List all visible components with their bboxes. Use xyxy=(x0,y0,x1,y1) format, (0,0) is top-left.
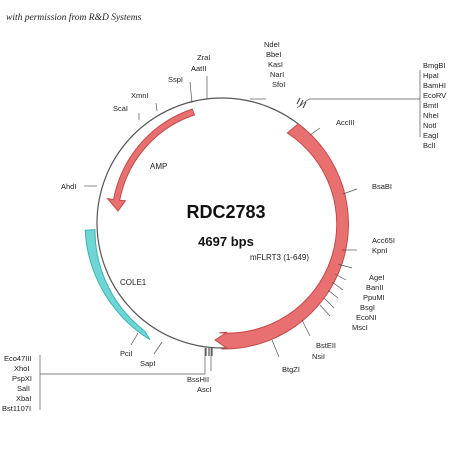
plasmid-size: 4697 bps xyxy=(198,234,254,249)
site-ecorv: EcoRV xyxy=(423,91,446,100)
site-ascl: AscI xyxy=(197,385,212,394)
site-xhol: XhoI xyxy=(14,364,29,373)
site-bsgl: BsgI xyxy=(360,303,375,312)
cole1-label: COLE1 xyxy=(120,278,147,287)
site-acclll: AccIII xyxy=(336,118,355,127)
site-bamhl: BamHI xyxy=(423,81,446,90)
site-ahdl: AhdI xyxy=(61,182,76,191)
site-bbel: BbeI xyxy=(266,50,281,59)
site-hpal: HpaI xyxy=(423,71,439,80)
amp-feature-arrow xyxy=(106,108,196,212)
site-kasl: KasI xyxy=(268,60,283,69)
site-ndel: NdeI xyxy=(264,40,280,49)
site-kpnl: KpnI xyxy=(372,246,387,255)
site-aatll: AatII xyxy=(191,64,206,73)
site-bstell: BstEII xyxy=(316,341,336,350)
amp-label: AMP xyxy=(150,162,167,171)
site-bmgbl: BmgBI xyxy=(423,61,446,70)
site-btgzl: BtgZI xyxy=(282,365,300,374)
site-eco47lll: Eco47III xyxy=(4,354,32,363)
site-xmnl: XmnI xyxy=(131,91,149,100)
site-bst1107l: Bst1107I xyxy=(2,404,31,413)
mflrt3-feature-arrow xyxy=(214,123,349,350)
site-xbal: XbaI xyxy=(16,394,31,403)
site-pspxl: PspXI xyxy=(12,374,32,383)
permission-note: with permission from R&D Systems xyxy=(6,12,142,23)
site-sapl: SapI xyxy=(140,359,155,368)
site-sspl: SspI xyxy=(168,75,183,84)
site-agel: AgeI xyxy=(369,273,384,282)
plasmid-name: RDC2783 xyxy=(186,202,265,222)
site-mscl: MscI xyxy=(352,323,368,332)
site-ppuml: PpuMI xyxy=(363,293,385,302)
site-bsabl: BsaBI xyxy=(372,182,392,191)
site-scal: ScaI xyxy=(113,104,128,113)
site-sall: SalI xyxy=(17,384,30,393)
site-leader-lines xyxy=(39,70,421,410)
site-narl: NarI xyxy=(270,70,284,79)
site-bcll: BclI xyxy=(423,141,436,150)
site-acc65l: Acc65I xyxy=(372,236,395,245)
site-ticks xyxy=(205,97,307,356)
mflrt3-label: mFLRT3 (1-649) xyxy=(250,253,309,262)
site-banll: BanII xyxy=(366,283,384,292)
site-zral: ZraI xyxy=(197,53,210,62)
cole1-feature xyxy=(84,229,151,341)
site-nsil: NsiI xyxy=(312,352,325,361)
site-eagl: EagI xyxy=(423,131,438,140)
site-bmtl: BmtI xyxy=(423,101,438,110)
site-notl: NotI xyxy=(423,121,437,130)
site-nhel: NheI xyxy=(423,111,439,120)
site-bsshll: BssHII xyxy=(187,375,209,384)
site-sfol: SfoI xyxy=(272,80,285,89)
site-pcil: PciI xyxy=(120,349,133,358)
site-econl: EcoNI xyxy=(356,313,376,322)
